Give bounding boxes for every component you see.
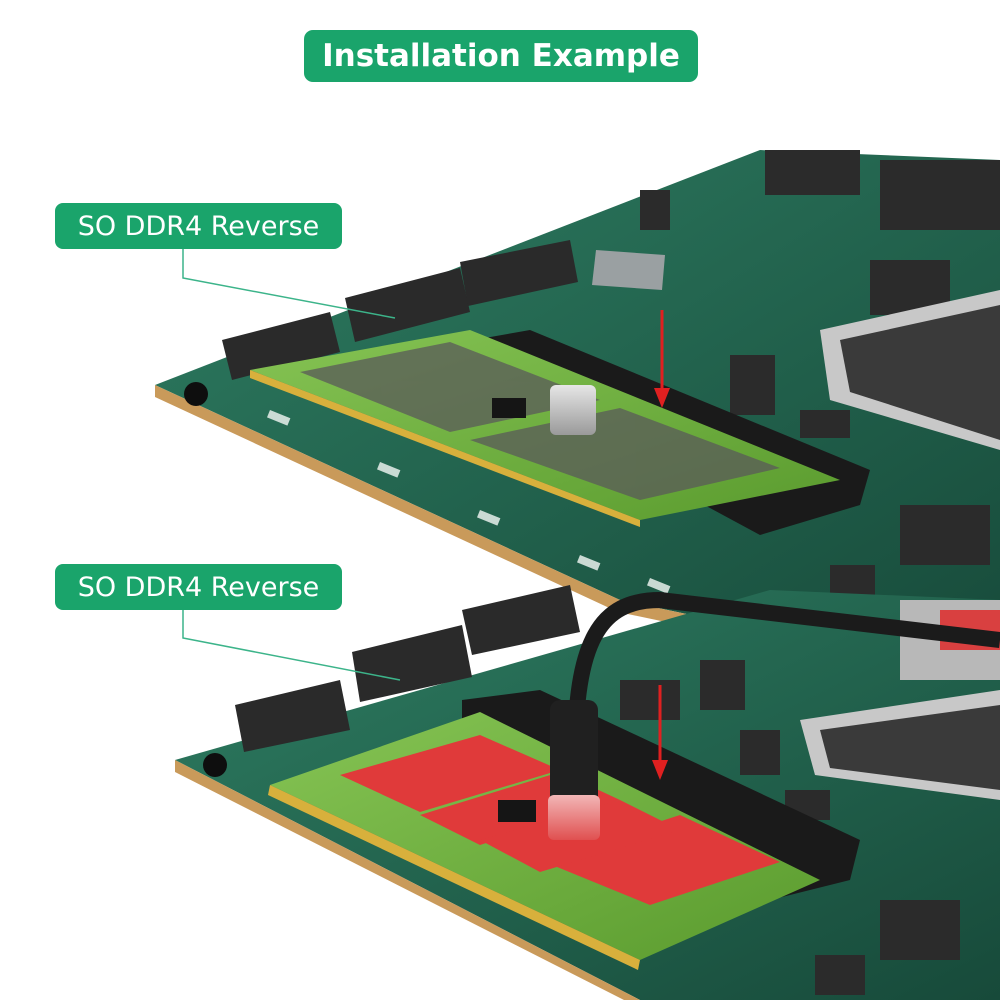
label-lower-so-ddr4-reverse: SO DDR4 Reverse <box>55 564 342 610</box>
label-leader-lines <box>182 249 401 681</box>
label-upper-so-ddr4-reverse: SO DDR4 Reverse <box>55 203 342 249</box>
lower-motherboard <box>175 585 1000 1000</box>
page-title: Installation Example <box>304 30 698 82</box>
upper-motherboard <box>155 150 1000 692</box>
